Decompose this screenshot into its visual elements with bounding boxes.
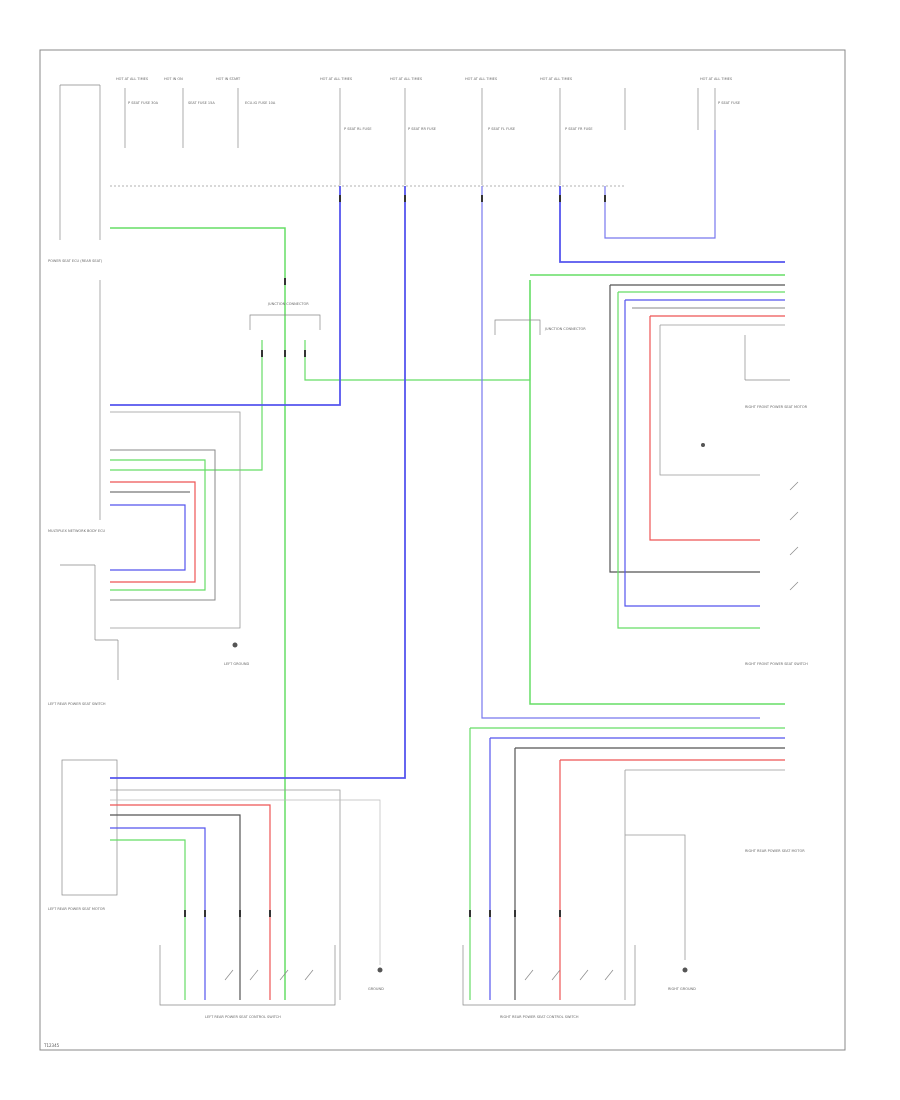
- fuse-box-label-6: HOT AT ALL TIMES: [465, 77, 498, 81]
- left-rear-switch-label: LEFT REAR POWER SEAT SWITCH: [48, 702, 106, 706]
- junction-right: JUNCTION CONNECTOR: [494, 319, 586, 335]
- fuse-box-label-7: HOT AT ALL TIMES: [540, 77, 573, 81]
- fuse-label-8: P SEAT FUSE: [718, 101, 740, 105]
- fuse-label-1: P SEAT FUSE 30A: [128, 101, 159, 105]
- wire-green-1: [110, 227, 286, 1000]
- fuse-box-label-2: HOT IN ON: [164, 77, 183, 81]
- ground-icon-mid: GROUND: [368, 967, 384, 991]
- fuse-box-label-1: HOT AT ALL TIMES: [116, 77, 149, 81]
- wire-blue-4: [559, 186, 785, 263]
- junction-right-label: JUNCTION CONNECTOR: [544, 327, 586, 331]
- fuse-labels: HOT AT ALL TIMES HOT IN ON HOT IN START …: [116, 77, 740, 131]
- fuse-label-6: P SEAT FL FUSE: [488, 127, 515, 131]
- fuse-label-5: P SEAT RR FUSE: [408, 127, 436, 131]
- fuse-label-4: P SEAT RL FUSE: [344, 127, 372, 131]
- fuse-box-label-4: HOT AT ALL TIMES: [320, 77, 353, 81]
- wire-green-2: [110, 340, 263, 471]
- connector-ticks: [184, 195, 606, 917]
- right-motor-box: RIGHT REAR POWER SEAT CONTROL SWITCH: [462, 945, 636, 1019]
- left-motor-box-label: LEFT REAR POWER SEAT CONTROL SWITCH: [205, 1015, 281, 1019]
- fuse-box-label-8: HOT AT ALL TIMES: [700, 77, 733, 81]
- wire-blue-3: [481, 186, 760, 719]
- fuse-box-label-5: HOT AT ALL TIMES: [390, 77, 423, 81]
- fuse-label-2: SEAT FUSE 15A: [188, 101, 215, 105]
- wire-green-3: [304, 280, 531, 381]
- ground-icon-rf: [701, 443, 705, 447]
- ground-left-label: LEFT GROUND: [224, 662, 249, 666]
- footer-code: T12345: [43, 1043, 60, 1048]
- right-motor-box-label: RIGHT REAR POWER SEAT CONTROL SWITCH: [500, 1015, 579, 1019]
- left-ecu-bracket: POWER SEAT ECU (REAR SEAT) MULTIPLEX NET…: [48, 84, 119, 911]
- junction-left: JUNCTION CONNECTOR: [249, 302, 321, 330]
- left-rear-motor-label: LEFT REAR POWER SEAT MOTOR: [48, 907, 106, 911]
- ground-right-label: RIGHT GROUND: [668, 987, 696, 991]
- right-rear-motor-label: RIGHT REAR POWER SEAT MOTOR: [745, 849, 805, 853]
- right-front-motor: RIGHT FRONT POWER SEAT MOTOR RIGHT FRONT…: [744, 335, 808, 853]
- switch-contacts: [224, 481, 799, 981]
- right-front-motor-label: RIGHT FRONT POWER SEAT MOTOR: [745, 405, 808, 409]
- left-motor-box: LEFT REAR POWER SEAT CONTROL SWITCH: [159, 945, 336, 1019]
- junction-left-label: JUNCTION CONNECTOR: [267, 302, 309, 306]
- fuse-drops: [124, 88, 716, 185]
- diagram-frame: [39, 49, 846, 1051]
- ground-mid-label: GROUND: [368, 987, 384, 991]
- wire-blue-1: [110, 186, 341, 406]
- ground-icon-right: RIGHT GROUND: [668, 967, 696, 991]
- fuse-label-7: P SEAT FR FUSE: [565, 127, 593, 131]
- left-sw-module-label: MULTIPLEX NETWORK BODY ECU: [48, 529, 106, 533]
- fuse-box-label-3: HOT IN START: [216, 77, 241, 81]
- wire-blue-5: [604, 130, 716, 239]
- ground-icon-left: LEFT GROUND: [224, 642, 249, 666]
- left-module-label: POWER SEAT ECU (REAR SEAT): [48, 259, 103, 263]
- right-front-switch-label: RIGHT FRONT POWER SEAT SWITCH: [745, 662, 808, 666]
- wire-blue-2: [110, 186, 406, 779]
- fuse-label-3: ECU-IG FUSE 10A: [245, 101, 276, 105]
